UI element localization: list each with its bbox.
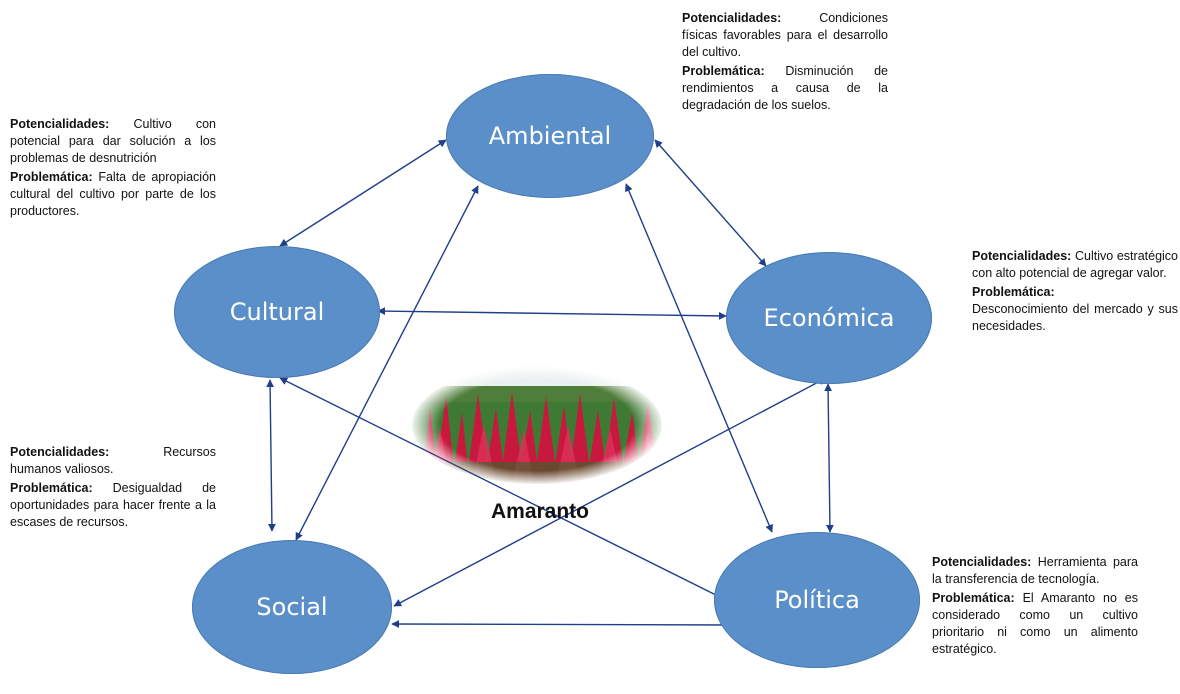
amaranth-photo-graphic xyxy=(412,366,662,484)
note-social: Potencialidades: Recursos humanos valios… xyxy=(10,444,216,531)
node-ambiental: Ambiental xyxy=(446,74,654,198)
center-label-amaranto: Amaranto xyxy=(490,500,590,523)
arrow-ambiental-cultural xyxy=(279,139,447,247)
potencialidades-text: Recursos humanos valiosos. xyxy=(10,445,216,476)
amaranth-field-photo xyxy=(412,366,662,484)
arrow-economica-politica xyxy=(824,383,834,533)
potencialidades-label: Potencialidades: xyxy=(682,11,782,25)
note-politica-potencialidades: Potencialidades: Herramienta para la tra… xyxy=(932,554,1138,588)
note-economica: Potencialidades: Cultivo estratégico con… xyxy=(972,248,1178,335)
problematica-text: Disminución de rendimientos a causa de l… xyxy=(682,64,888,112)
note-economica-problematica: Problemática: Desconocimiento del mercado… xyxy=(972,284,1178,335)
potencialidades-label: Potencialidades: xyxy=(10,117,110,131)
node-social: Social xyxy=(192,540,392,674)
note-cultural: Potencialidades: Cultivo con potencial p… xyxy=(10,116,216,220)
arrow-cultural-social xyxy=(266,379,276,532)
potencialidades-label: Potencialidades: xyxy=(10,445,110,459)
potencialidades-text: Cultivo con potencial para dar solución … xyxy=(10,117,216,165)
arrow-social-politica xyxy=(391,620,734,629)
arrow-economica-social xyxy=(393,377,827,607)
potencialidades-label: Potencialidades: xyxy=(972,249,1072,263)
note-politica: Potencialidades: Herramienta para la tra… xyxy=(932,554,1138,658)
note-politica-problematica: Problemática: El Amaranto no es consider… xyxy=(932,590,1138,658)
problematica-text: Desconocimiento del mercado y sus necesi… xyxy=(972,302,1178,333)
note-ambiental: Potencialidades: Condiciones físicas fav… xyxy=(682,10,888,114)
problematica-label: Problemática: xyxy=(682,64,765,78)
potencialidades-text: Cultivo estratégico con alto potencial d… xyxy=(972,249,1178,280)
note-ambiental-potencialidades: Potencialidades: Condiciones físicas fav… xyxy=(682,10,888,61)
node-cultural: Cultural xyxy=(174,246,380,378)
note-social-potencialidades: Potencialidades: Recursos humanos valios… xyxy=(10,444,216,478)
potencialidades-text: Condiciones físicas favorables para el d… xyxy=(682,11,888,59)
problematica-text: Falta de apropiación cultural del cultiv… xyxy=(10,170,216,218)
note-economica-potencialidades: Potencialidades: Cultivo estratégico con… xyxy=(972,248,1178,282)
problematica-text: Desigualdad de oportunidades para hacer … xyxy=(10,481,216,529)
potencialidades-label: Potencialidades: xyxy=(932,555,1032,569)
arrow-ambiental-economica xyxy=(654,139,767,267)
note-cultural-problematica: Problemática: Falta de apropiación cultu… xyxy=(10,169,216,220)
node-politica: Política xyxy=(714,532,920,668)
note-cultural-potencialidades: Potencialidades: Cultivo con potencial p… xyxy=(10,116,216,167)
problematica-label: Problemática: xyxy=(972,285,1055,299)
arrow-cultural-economica xyxy=(377,307,727,320)
problematica-text: El Amaranto no es considerado como un cu… xyxy=(932,591,1138,656)
problematica-label: Problemática: xyxy=(10,481,93,495)
problematica-label: Problemática: xyxy=(10,170,93,184)
note-ambiental-problematica: Problemática: Disminución de rendimiento… xyxy=(682,63,888,114)
potencialidades-text: Herramienta para la transferencia de tec… xyxy=(932,555,1138,586)
problematica-label: Problemática: xyxy=(932,591,1015,605)
note-social-problematica: Problemática: Desigualdad de oportunidad… xyxy=(10,480,216,531)
node-economica: Económica xyxy=(726,252,932,384)
